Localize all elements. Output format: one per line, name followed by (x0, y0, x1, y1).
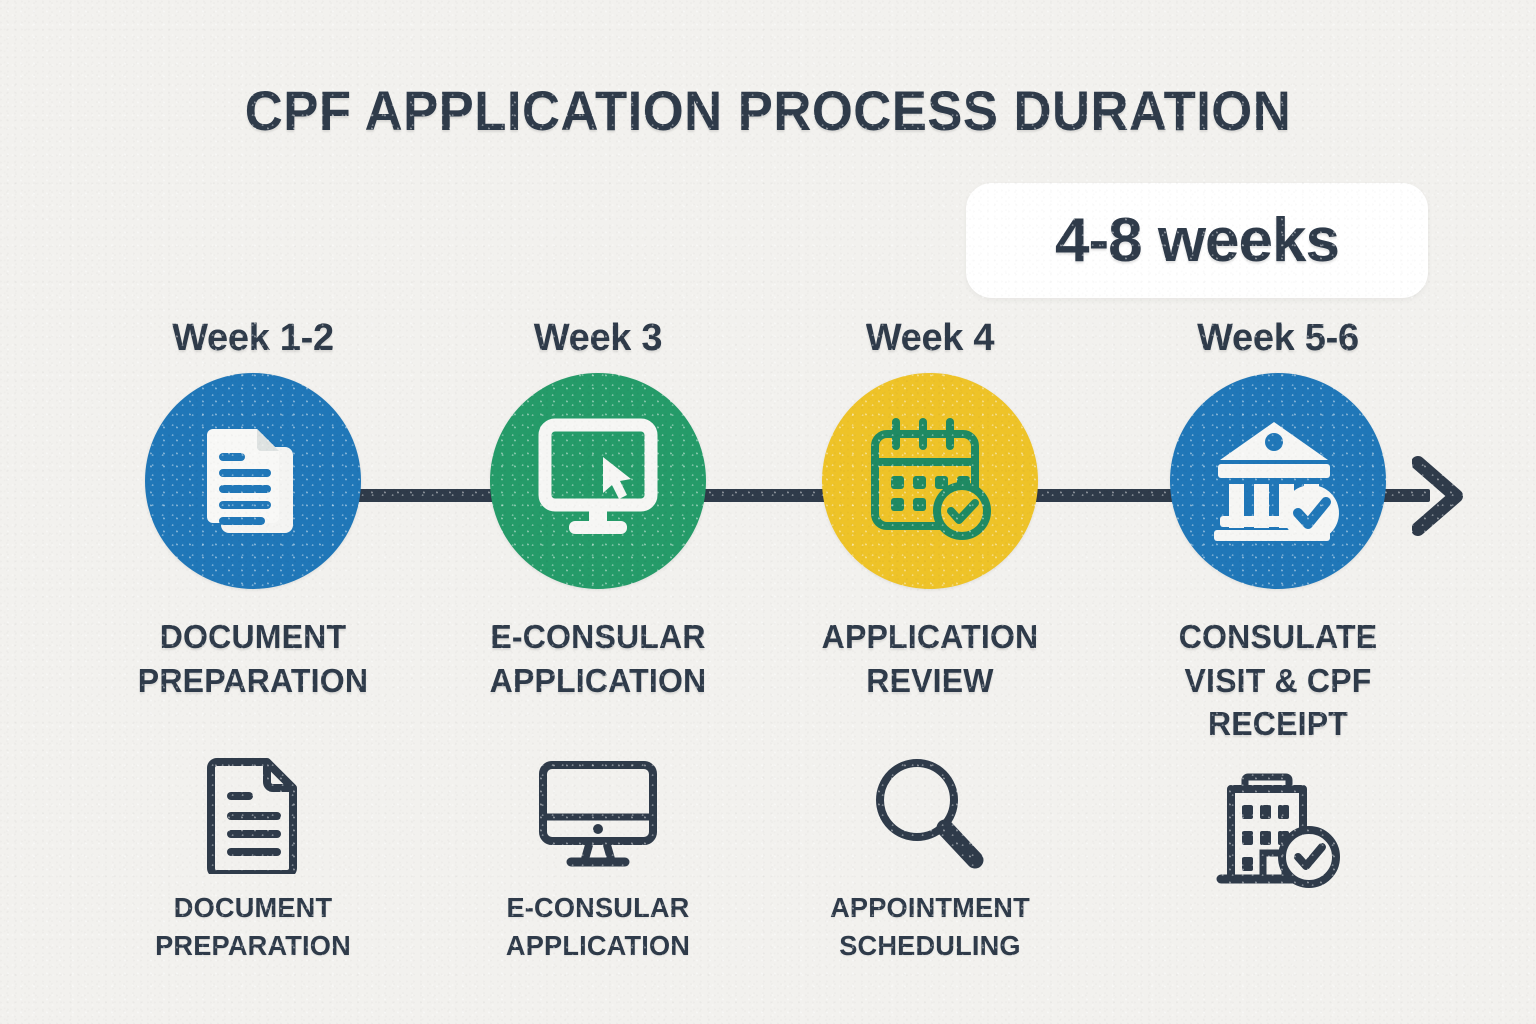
bottom-item-3-label-line-2: SCHEDULING (839, 929, 1021, 961)
bottom-item-3-label-line-1: APPOINTMENT (830, 892, 1030, 923)
step-2-week-label: Week 3 (533, 317, 663, 359)
step-3-circle (822, 373, 1038, 589)
page-title: CPF APPLICATION PROCESS DURATION (244, 79, 1292, 142)
bottom-item-2-label-line-2: APPLICATION (505, 929, 691, 961)
bottom-item-2-label: E-CONSULAR APPLICATION (433, 889, 763, 965)
bottom-item-document-preparation[interactable]: DOCUMENT PREPARATION (83, 755, 423, 965)
bottom-item-2-label-line-1: E-CONSULAR (506, 892, 690, 923)
step-4-label: CONSULATE VISIT & CPF RECEIPT (1113, 615, 1443, 746)
documents-icon (187, 413, 319, 550)
step-1-label: DOCUMENT PREPARATION (88, 615, 418, 702)
bottom-item-1-label-line-2: PREPARATION (155, 929, 351, 961)
building-check-outline-icon (1108, 770, 1448, 890)
step-1-label-line-2: PREPARATION (137, 661, 369, 699)
duration-badge: 4-8 weeks (966, 183, 1428, 298)
step-4-label-line-3: RECEIPT (1207, 705, 1349, 743)
step-4-label-line-2: VISIT & CPF (1184, 661, 1372, 699)
timeline-step-1[interactable]: Week 1-2 DOCUMENT PR (83, 315, 423, 702)
bottom-item-3-label: APPOINTMENT SCHEDULING (765, 889, 1095, 965)
step-2-label-line-2: APPLICATION (489, 661, 707, 699)
step-1-label-line-1: DOCUMENT (159, 618, 347, 655)
step-2-label: E-CONSULAR APPLICATION (433, 615, 763, 702)
step-2-label-line-1: E-CONSULAR (490, 618, 706, 655)
step-3-label: APPLICATION REVIEW (765, 615, 1095, 702)
bottom-item-e-consular-application[interactable]: E-CONSULAR APPLICATION (428, 755, 768, 965)
step-2-circle (490, 373, 706, 589)
bottom-item-consulate-building[interactable] (1108, 770, 1448, 890)
step-4-circle (1170, 373, 1386, 589)
magnifier-outline-icon (760, 755, 1100, 875)
timeline-step-3[interactable]: Week 4 (760, 315, 1100, 702)
bottom-item-appointment-scheduling[interactable]: APPOINTMENT SCHEDULING (760, 755, 1100, 965)
step-3-label-line-2: REVIEW (866, 661, 994, 699)
step-3-label-line-1: APPLICATION (821, 618, 1039, 655)
step-4-label-line-1: CONSULATE (1178, 618, 1378, 655)
document-outline-icon (83, 755, 423, 875)
calendar-check-icon (865, 416, 995, 547)
step-4-week-label: Week 5-6 (1197, 317, 1359, 359)
bank-check-icon (1212, 416, 1344, 547)
step-1-week-label: Week 1-2 (172, 317, 334, 359)
step-1-circle (145, 373, 361, 589)
monitor-outline-icon (428, 755, 768, 875)
bottom-item-1-label-line-1: DOCUMENT (173, 892, 333, 923)
duration-badge-label: 4-8 weeks (1055, 206, 1340, 275)
timeline-step-2[interactable]: Week 3 E-CONSULAR APPLICATION (428, 315, 768, 702)
arrow-right-icon (1411, 455, 1464, 537)
step-3-week-label: Week 4 (865, 317, 995, 359)
timeline-step-4[interactable]: Week 5-6 (1108, 315, 1448, 746)
monitor-cursor-icon (533, 417, 663, 546)
bottom-item-1-label: DOCUMENT PREPARATION (88, 889, 418, 965)
